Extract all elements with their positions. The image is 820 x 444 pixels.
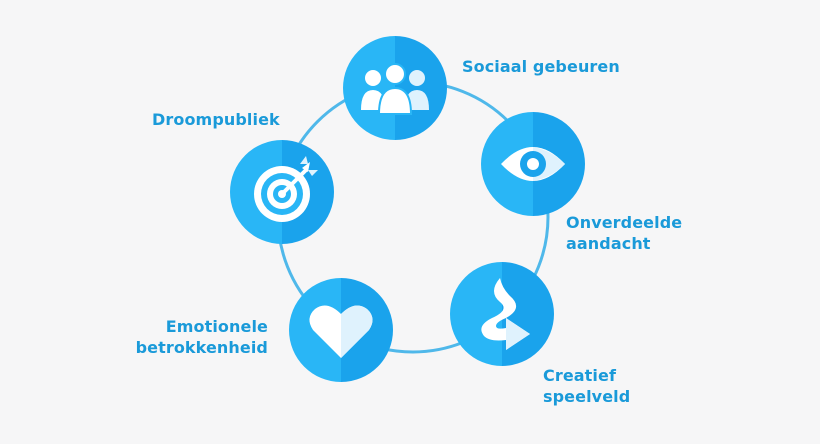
label-onverdeelde-aandacht: Onverdeelde aandacht <box>566 212 682 254</box>
label-creatief-speelveld: Creatief speelveld <box>543 365 630 407</box>
node-emotionele-betrokkenheid <box>289 278 393 382</box>
node-creatief-speelveld <box>450 262 554 366</box>
eye-icon <box>501 147 565 181</box>
label-line: Creatief <box>543 366 617 385</box>
winding-arrow-icon <box>481 278 530 350</box>
node-sociaal-gebeuren <box>343 36 447 140</box>
label-emotionele-betrokkenheid: Emotionele betrokkenheid <box>130 316 268 358</box>
label-line: speelveld <box>543 387 631 406</box>
node-onverdeelde-aandacht <box>481 112 585 216</box>
heart-icon <box>309 305 373 358</box>
node-droompubliek <box>230 140 334 244</box>
target-icon <box>254 156 318 222</box>
label-line: betrokkenheid <box>135 338 268 357</box>
label-line: Sociaal gebeuren <box>462 57 620 76</box>
people-icon <box>361 63 429 115</box>
label-line: Emotionele <box>165 317 268 336</box>
label-sociaal-gebeuren: Sociaal gebeuren <box>462 56 620 77</box>
label-line: aandacht <box>566 234 651 253</box>
label-line: Onverdeelde <box>566 213 683 232</box>
label-droompubliek: Droompubliek <box>152 109 280 130</box>
label-line: Droompubliek <box>152 110 280 129</box>
